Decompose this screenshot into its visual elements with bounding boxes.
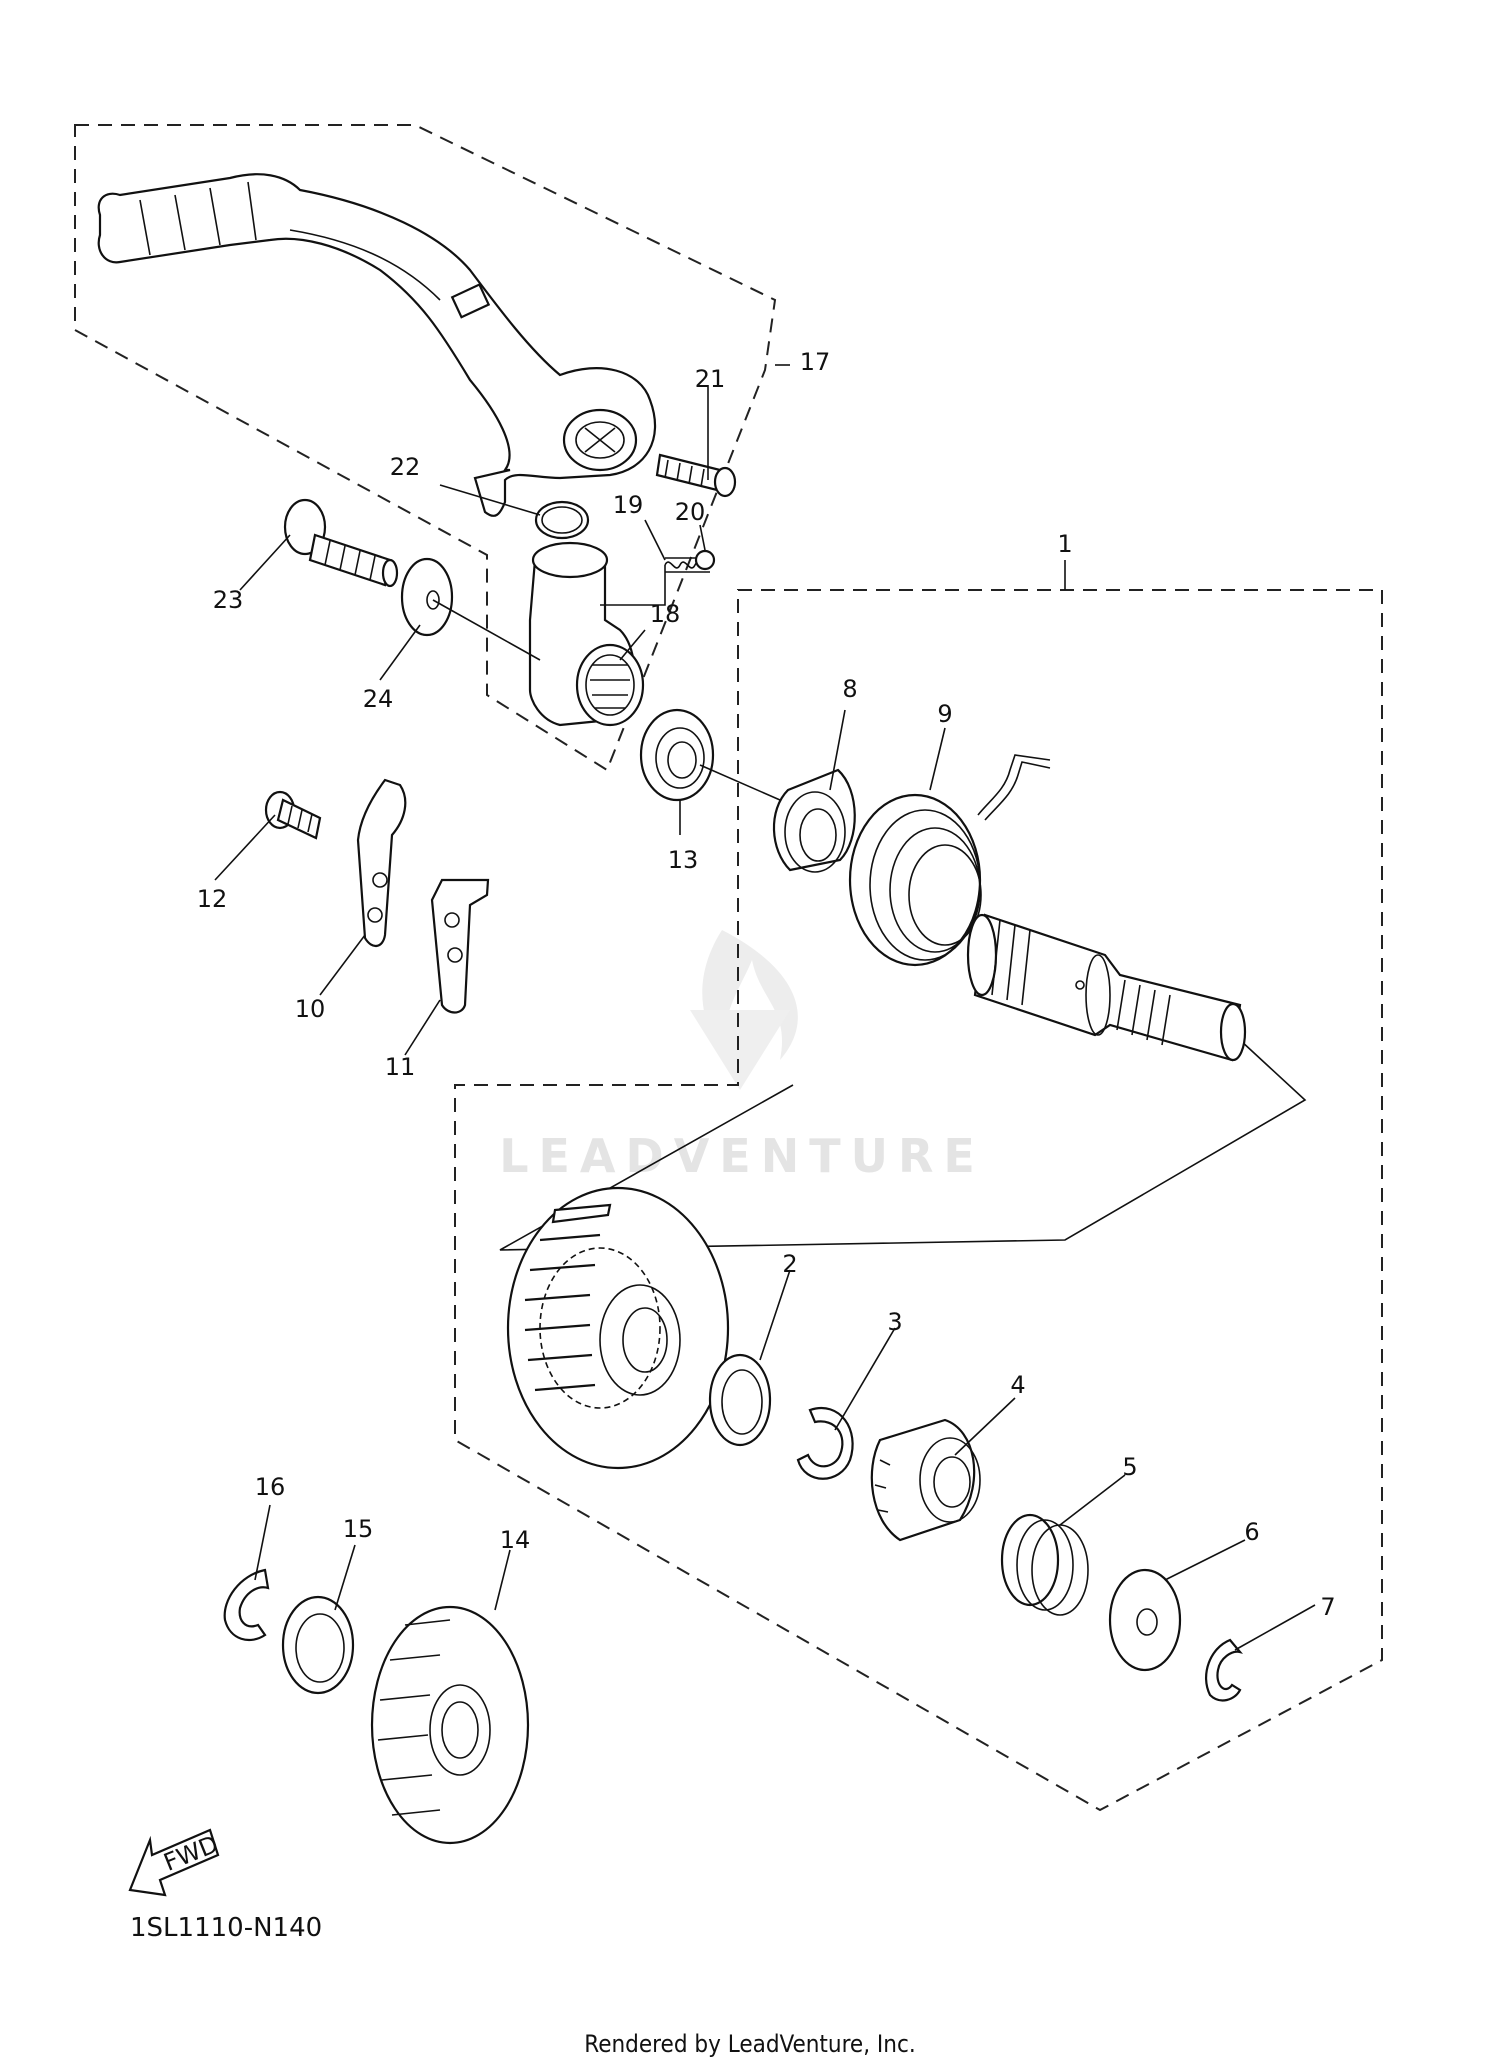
kick-spring: [848, 754, 1051, 967]
callout-24: 24: [363, 685, 394, 713]
callout-17: 17: [800, 348, 831, 376]
callout-14: 14: [500, 1526, 531, 1554]
callout-8: 8: [842, 675, 857, 703]
stopper-plate: [356, 778, 407, 947]
callout-11: 11: [385, 1053, 416, 1081]
callout-3: 3: [887, 1308, 902, 1336]
callouts: 1 2 3 4 5 6 7 8 9 10 11 12 13 14 15 16 1…: [197, 348, 1336, 1621]
callout-9: 9: [937, 700, 952, 728]
watermark-text: LEADVENTURE: [499, 1129, 985, 1183]
stopper-bracket: [430, 878, 490, 1014]
kick-lever-assembly-boundary: [74, 124, 777, 772]
callout-16: 16: [255, 1473, 286, 1501]
spring-guide: [772, 768, 856, 873]
callout-15: 15: [343, 1515, 374, 1543]
circlip-3: [796, 1407, 854, 1480]
ratchet-spring: [1000, 1513, 1089, 1616]
watermark: LEADVENTURE: [499, 930, 985, 1183]
plain-washer: [1108, 1568, 1182, 1672]
callout-2: 2: [782, 1250, 797, 1278]
callout-18: 18: [650, 600, 681, 628]
fwd-label: FWD: [160, 1830, 222, 1877]
leader-lines: [214, 364, 1316, 1651]
callout-22: 22: [390, 453, 421, 481]
diagram-code: 1SL1110-N140: [130, 1913, 322, 1943]
idler-washer: [281, 1595, 355, 1695]
callout-19: 19: [613, 491, 644, 519]
ratchet-wheel: [870, 1418, 981, 1542]
kick-shaft: [966, 913, 1247, 1062]
callout-20: 20: [675, 498, 706, 526]
callout-6: 6: [1244, 1518, 1259, 1546]
callout-5: 5: [1122, 1453, 1137, 1481]
detent-ball: [694, 549, 716, 571]
kick-shaft-assembly-boundary: [454, 589, 1383, 1812]
circlip-7: [1205, 1638, 1243, 1702]
forward-arrow: FWD: [128, 1828, 222, 1897]
callout-7: 7: [1320, 1593, 1335, 1621]
oil-seal: [639, 708, 715, 802]
stopper-bolt: [264, 790, 322, 840]
footer-credit: Rendered by LeadVenture, Inc.: [584, 2030, 915, 2058]
callout-12: 12: [197, 885, 228, 913]
callout-13: 13: [668, 846, 699, 874]
lever-bolt: [283, 498, 399, 588]
pivot-bolt: [655, 453, 737, 498]
kick-boss: [528, 541, 666, 727]
idler-gear: [370, 1605, 530, 1845]
callout-23: 23: [213, 586, 244, 614]
kick-gear: [506, 1186, 730, 1470]
kick-lever: [97, 173, 656, 517]
callout-1: 1: [1057, 530, 1072, 558]
callout-10: 10: [295, 995, 326, 1023]
callout-4: 4: [1010, 1371, 1025, 1399]
gear-washer: [708, 1353, 772, 1447]
callout-21: 21: [695, 365, 726, 393]
circlip-16: [223, 1568, 270, 1642]
